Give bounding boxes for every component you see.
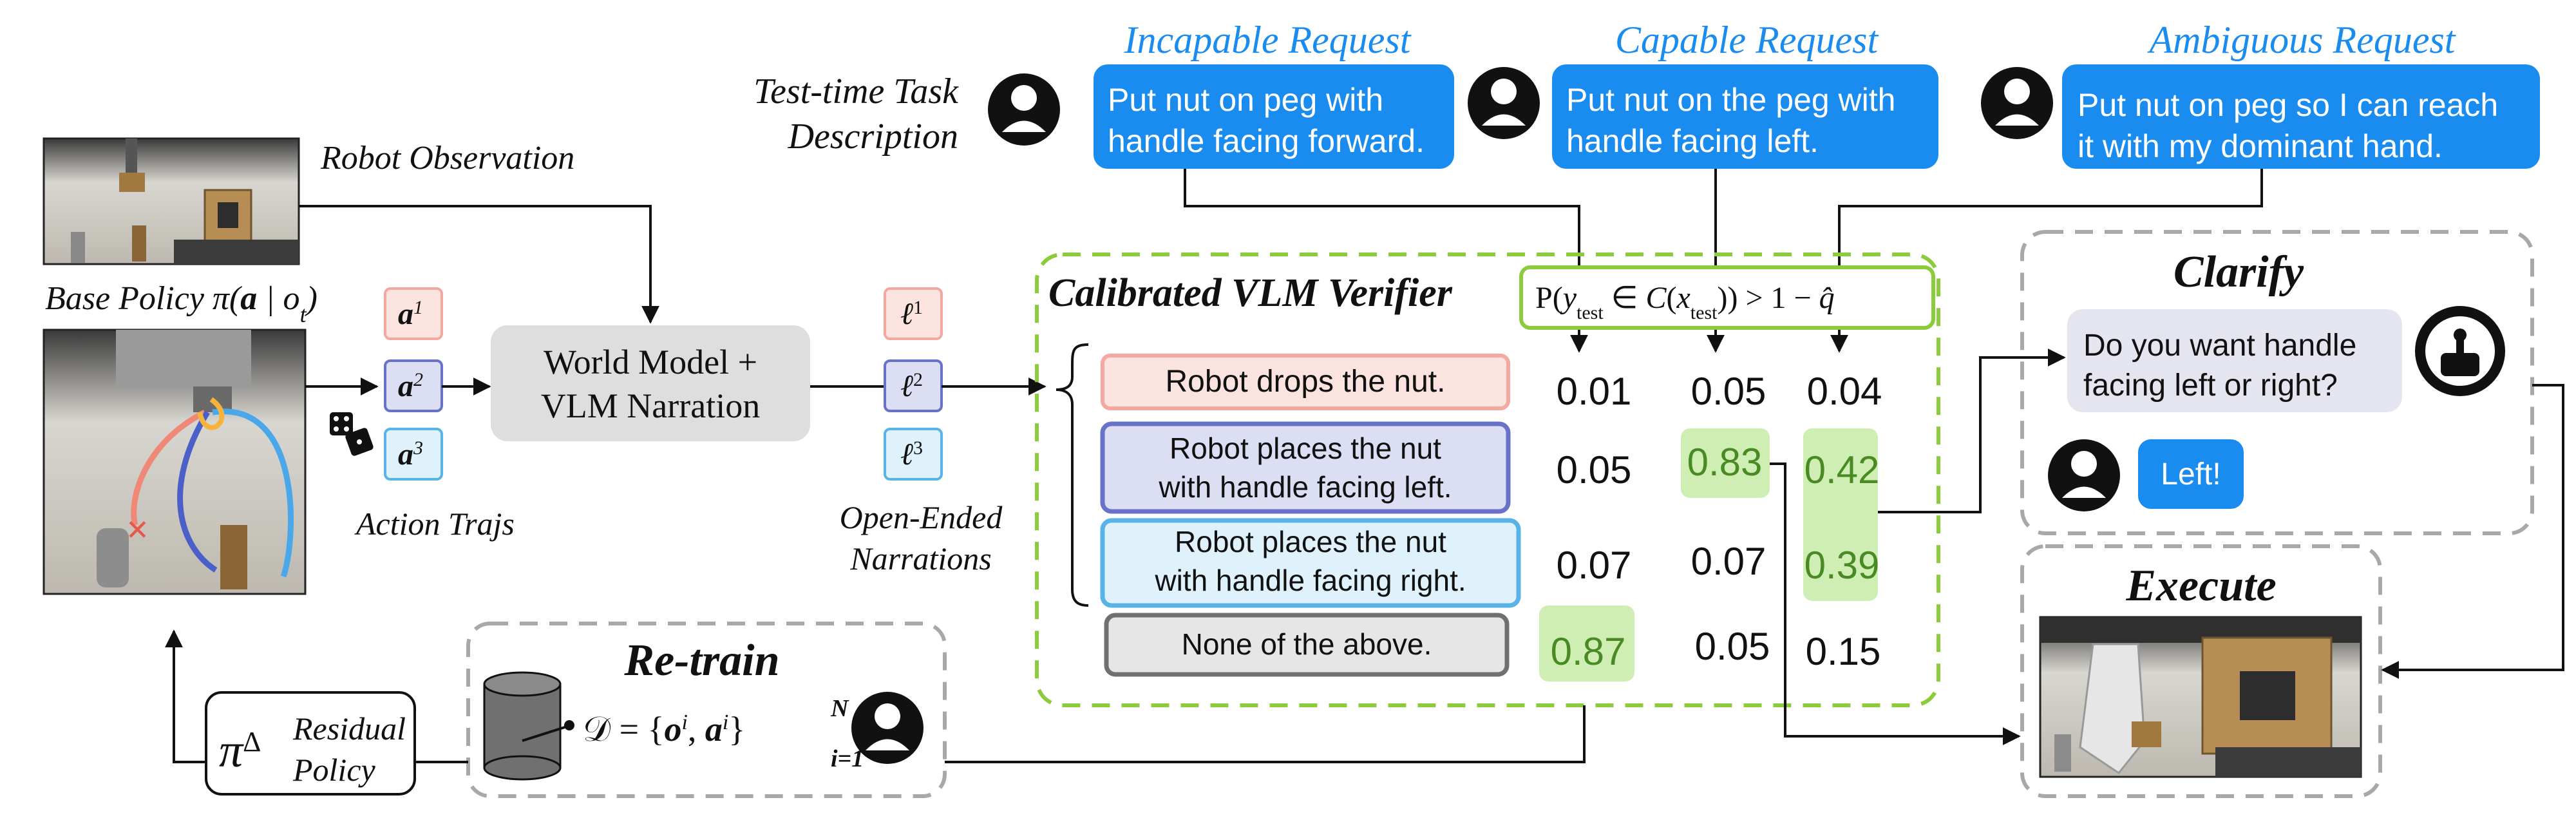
request-text: handle facing left. xyxy=(1566,123,1819,159)
clarify-question: facing left or right? xyxy=(2083,368,2338,403)
clarify-question-bubble: Do you want handle facing left or right? xyxy=(2067,309,2402,412)
svg-text:ℓ2: ℓ2 xyxy=(900,369,923,404)
svg-text:πΔ: πΔ xyxy=(219,725,261,777)
residual-policy-box: πΔ Residual Policy xyxy=(205,691,416,796)
score-cell: 0.83 xyxy=(1687,441,1763,484)
svg-text:a3: a3 xyxy=(398,437,423,472)
user-icon xyxy=(1468,67,1540,139)
score-cell: 0.15 xyxy=(1806,630,1881,673)
request-bubble-capable: Put nut on the peg with handle facing le… xyxy=(1552,64,1938,169)
svg-text:ℓ3: ℓ3 xyxy=(900,437,923,472)
narration-brace xyxy=(1056,343,1089,607)
residual-label: Policy xyxy=(292,752,376,788)
task-description-line1: Test-time Task xyxy=(753,71,959,111)
score-cell: 0.07 xyxy=(1691,540,1766,583)
user-icon xyxy=(851,692,923,764)
score-cell: 0.05 xyxy=(1695,625,1770,668)
dataset-formula: 𝒟 = {oi, ai} xyxy=(583,710,745,748)
open-ended-label: Open-Ended xyxy=(840,499,1003,535)
option-text: Robot places the nut xyxy=(1175,525,1446,558)
clarify-answer-bubble: Left! xyxy=(2138,439,2244,509)
base-policy-image: ✕ xyxy=(43,329,307,595)
request-text: it with my dominant hand. xyxy=(2078,128,2443,164)
user-icon xyxy=(2048,439,2120,511)
user-icon xyxy=(988,73,1060,146)
request-text: handle facing forward. xyxy=(1108,123,1425,159)
score-cell: 0.04 xyxy=(1807,370,1882,413)
robot-observation-label: Robot Observation xyxy=(320,140,574,176)
execute-title: Execute xyxy=(2125,561,2276,611)
request-bubble-incapable: Put nut on peg with handle facing forwar… xyxy=(1094,64,1454,169)
option-text: None of the above. xyxy=(1182,627,1432,661)
action-trajs-label: Action Trajs xyxy=(354,506,515,542)
task-description-line2: Description xyxy=(788,117,958,157)
retrain-container xyxy=(466,622,947,798)
verifier-title: Calibrated VLM Verifier xyxy=(1048,271,1453,315)
conformal-condition: P(ytest ∈ C(xtest)) > 1 − q̂ xyxy=(1519,265,1935,330)
score-cell: 0.42 xyxy=(1804,448,1880,491)
retrain-title: Re-train xyxy=(623,636,779,685)
svg-text:✕: ✕ xyxy=(126,515,149,546)
request-type-capable: Capable Request xyxy=(1615,19,1879,61)
request-type-ambiguous: Ambiguous Request xyxy=(2147,19,2456,61)
action-1-box: a1 xyxy=(384,287,443,340)
action-3-box: a3 xyxy=(384,428,443,481)
residual-label: Residual xyxy=(292,710,406,747)
execute-image xyxy=(2039,616,2362,778)
database-icon xyxy=(483,671,574,781)
option-text: Robot places the nut xyxy=(1170,432,1441,465)
option-row-left: Robot places the nut with handle facing … xyxy=(1100,421,1511,514)
svg-text:ℓ1: ℓ1 xyxy=(900,297,923,332)
action-2-box: a2 xyxy=(384,359,443,412)
narration-3-box: ℓ3 xyxy=(884,428,943,481)
score-cell: 0.87 xyxy=(1551,630,1626,673)
world-model-label: World Model + xyxy=(544,343,757,381)
score-cell: 0.01 xyxy=(1557,370,1632,413)
svg-text:a2: a2 xyxy=(398,369,423,404)
svg-text:P(ytest ∈ C(xtest)) > 1 − q̂: P(ytest ∈ C(xtest)) > 1 − q̂ xyxy=(1535,281,1835,323)
svg-text:a1: a1 xyxy=(398,297,423,332)
request-text: Put nut on peg so I can reach xyxy=(2078,87,2498,123)
base-policy-label: Base Policy π(a | ot) xyxy=(45,280,317,327)
request-text: Put nut on the peg with xyxy=(1566,82,1895,118)
dataset-sub: i=1 xyxy=(831,745,864,772)
dice-icon xyxy=(330,412,374,456)
score-highlight xyxy=(1681,428,1770,498)
narration-1-box: ℓ1 xyxy=(884,287,943,340)
option-row-right: Robot places the nut with handle facing … xyxy=(1100,518,1521,608)
clarify-question: Do you want handle xyxy=(2083,329,2356,363)
request-text: Put nut on peg with xyxy=(1108,82,1383,118)
robot-observation-image xyxy=(43,137,300,265)
execute-container xyxy=(2020,544,2382,798)
option-row-drops: Robot drops the nut. xyxy=(1101,354,1510,410)
narration-2-box: ℓ2 xyxy=(884,359,943,412)
world-model-box: World Model + VLM Narration xyxy=(491,325,810,441)
option-text: with handle facing right. xyxy=(1154,564,1466,597)
verifier-container xyxy=(1035,253,1940,707)
score-cell: 0.05 xyxy=(1691,370,1766,413)
open-ended-label: Narrations xyxy=(849,540,992,576)
request-bubble-ambiguous: Put nut on peg so I can reach it with my… xyxy=(2062,64,2540,169)
clarify-answer: Left! xyxy=(2161,457,2221,491)
score-cell: 0.05 xyxy=(1557,448,1632,491)
score-cell: 0.07 xyxy=(1557,544,1632,587)
observation-arrow xyxy=(299,205,659,324)
score-highlight xyxy=(1539,605,1634,681)
robot-icon xyxy=(2415,306,2505,396)
clarify-container xyxy=(2020,230,2534,535)
clarify-title: Clarify xyxy=(2174,247,2304,297)
request-type-incapable: Incapable Request xyxy=(1124,19,1412,61)
score-highlight xyxy=(1803,428,1878,601)
world-model-label: VLM Narration xyxy=(541,386,760,425)
option-text: Robot drops the nut. xyxy=(1166,365,1446,399)
score-cell: 0.39 xyxy=(1804,544,1880,587)
flow-connectors xyxy=(165,348,2564,763)
option-row-none: None of the above. xyxy=(1104,613,1510,677)
user-icon xyxy=(1981,67,2053,139)
dataset-sup: N xyxy=(830,695,849,722)
option-text: with handle facing left. xyxy=(1158,470,1452,504)
